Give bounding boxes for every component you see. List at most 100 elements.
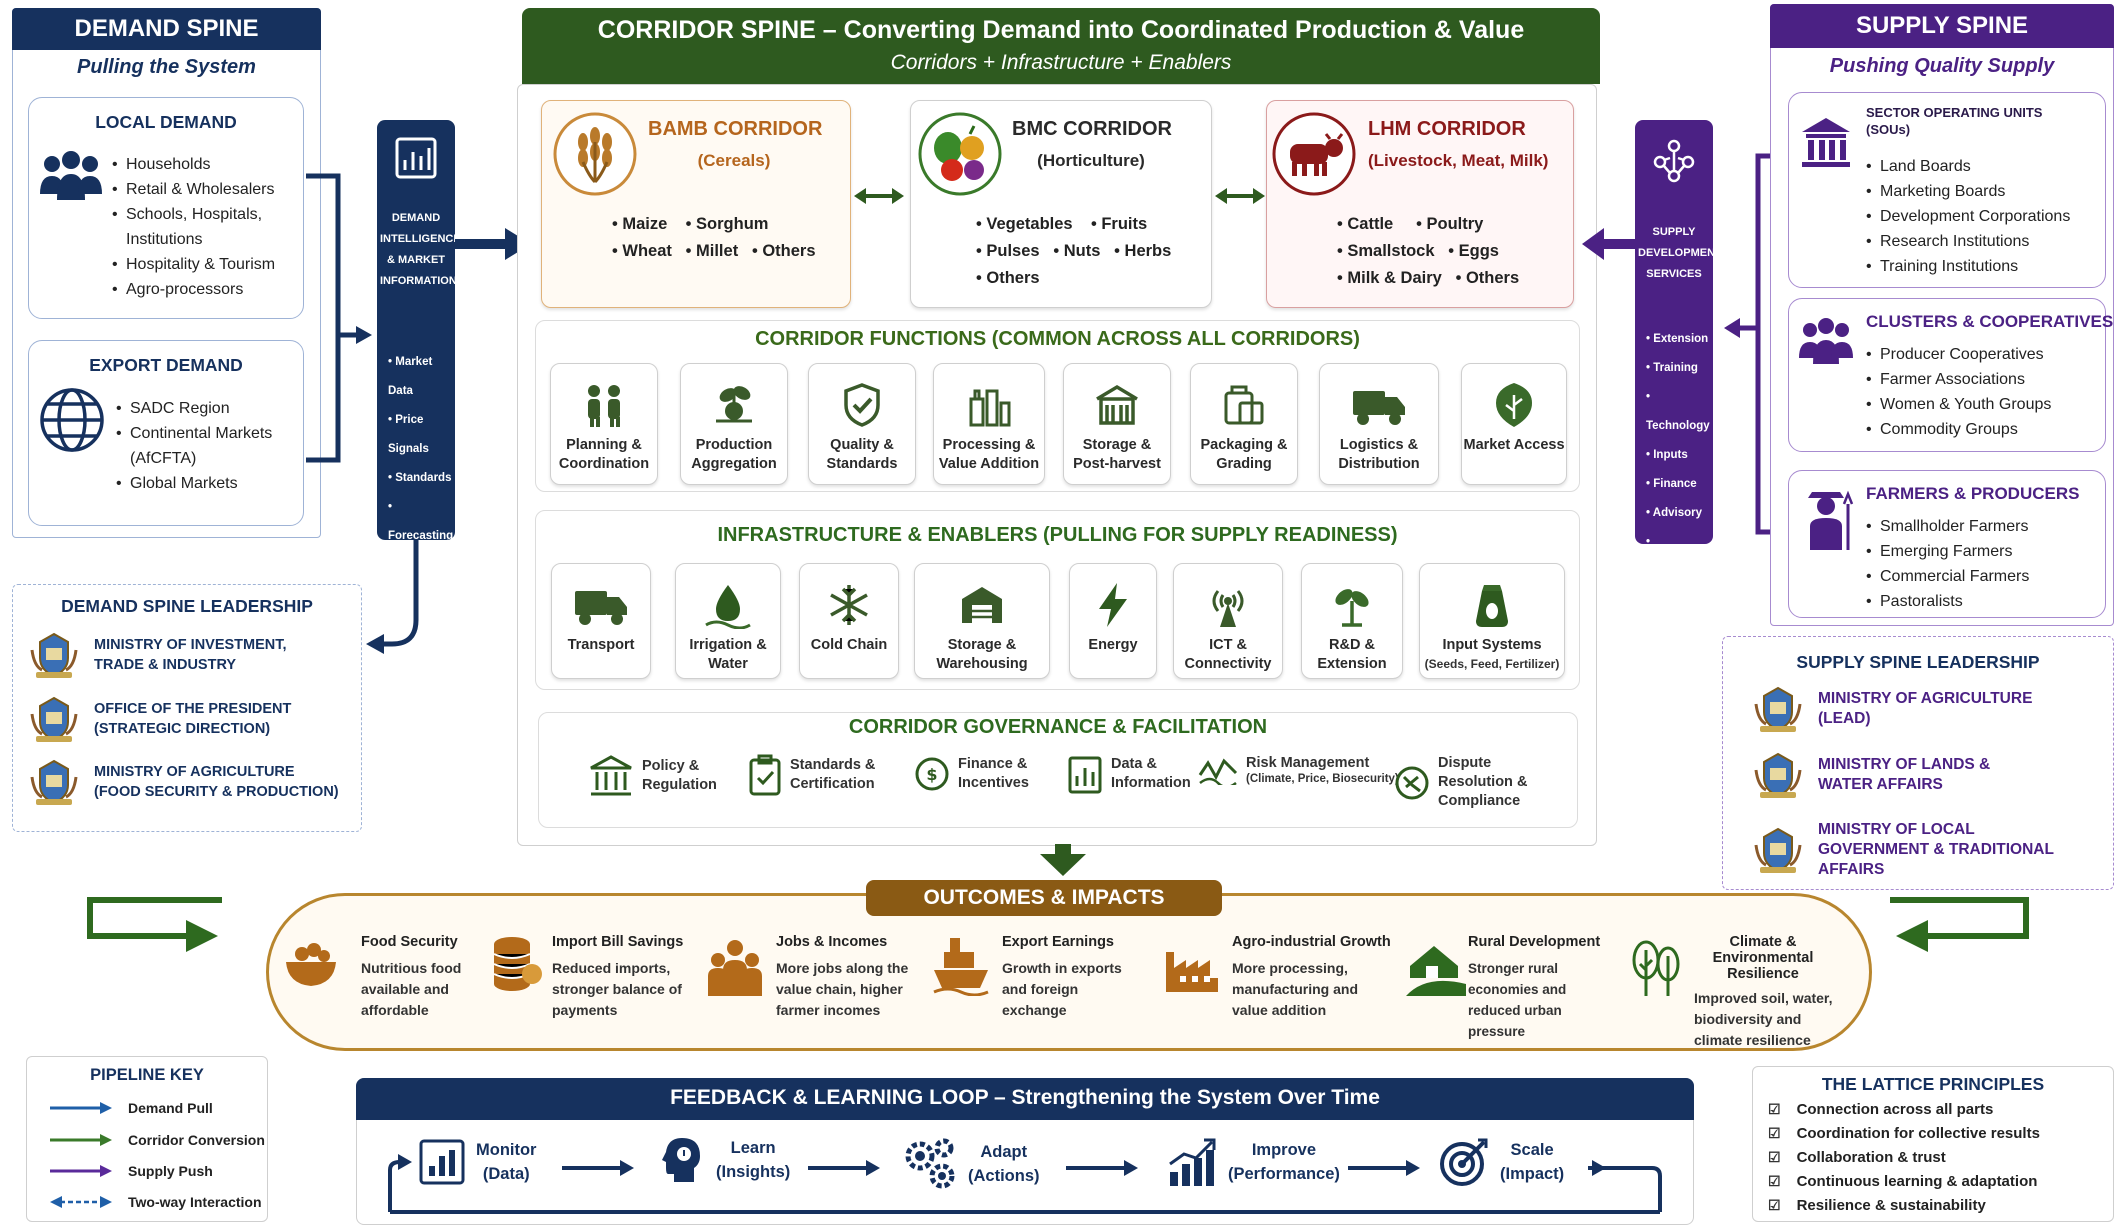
list-item: • Mentorship: [1646, 536, 1708, 577]
fn-production-aggregation: Production Aggregation: [680, 363, 788, 485]
vegetables-icon: [918, 112, 1002, 196]
leadership-item: MINISTRY OF LOCAL GOVERNMENT & TRADITION…: [1752, 820, 2112, 880]
demand-intelligence-list: • Market Data • Price Signals • Standard…: [380, 348, 454, 580]
list-item: • Technology: [1646, 391, 1710, 432]
corridor-spine-subtitle: Corridors + Infrastructure + Enablers: [890, 51, 1232, 74]
arrow-icon: [50, 1134, 112, 1146]
sou-list: Land Boards Marketing Boards Development…: [1864, 154, 2100, 279]
key-supply-push: Supply Push: [48, 1163, 213, 1179]
key-demand-pull: Demand Pull: [48, 1100, 213, 1116]
bmc-corridor-sub: (Horticulture): [1037, 151, 1145, 170]
export-demand-list: SADC Region Continental Markets (AfCFTA)…: [114, 396, 294, 496]
fn-storage: Storage & Post-harvest: [1063, 363, 1171, 485]
list-item: • Poultry: [1416, 215, 1484, 233]
bar-chart-icon: [1067, 754, 1103, 794]
outcome-green-arrow-right: [1890, 897, 2029, 952]
checkbox-icon: ☑: [1768, 1101, 1781, 1117]
clusters-title: CLUSTERS & COOPERATIVES: [1866, 312, 2114, 331]
coin-hand-icon: $: [914, 754, 950, 794]
gov-risk: Risk Management (Climate, Price, Biosecu…: [1198, 754, 1399, 785]
list-item: • Wheat: [612, 242, 672, 260]
list-item: Women & Youth Groups: [1864, 392, 2100, 417]
bamb-corridor-items: • Maize • Sorghum • Wheat • Millet • Oth…: [612, 211, 816, 265]
water-drop-icon: [676, 574, 780, 636]
building-chart-icon: [390, 132, 442, 184]
farmer-icon: [1796, 484, 1856, 554]
coat-of-arms-icon: [28, 694, 80, 744]
fn-quality: Quality & Standards: [808, 363, 916, 485]
lhm-corridor-title: LHM CORRIDOR: [1368, 118, 1526, 140]
arrow-icon: [50, 1165, 112, 1177]
list-item: • Cattle: [1337, 215, 1394, 233]
feedback-step-improve: Improve(Performance): [1166, 1136, 1340, 1188]
growth-chart-icon: [1166, 1136, 1218, 1188]
key-two-way: Two-way Interaction: [48, 1194, 262, 1210]
outcome-item: Climate & Environmental Resilience Impro…: [1630, 934, 1870, 1051]
principle-item: ☑Resilience & sustainability: [1768, 1197, 1986, 1214]
list-item: Marketing Boards: [1864, 179, 2100, 204]
local-demand-title: LOCAL DEMAND: [95, 112, 237, 132]
infra-cold-chain: Cold Chain: [799, 563, 899, 679]
checkbox-icon: ☑: [1768, 1197, 1781, 1213]
pipeline-key-title: PIPELINE KEY: [90, 1066, 204, 1084]
leadership-item: OFFICE OF THE PRESIDENT (STRATEGIC DIREC…: [28, 694, 358, 744]
coat-of-arms-icon: [28, 757, 80, 807]
list-item: • Others: [976, 269, 1040, 287]
pillars-icon: [588, 754, 634, 798]
principles-box: [1752, 1066, 2114, 1222]
outcomes-title: OUTCOMES & IMPACTS: [866, 880, 1222, 916]
list-item: Research Institutions: [1864, 229, 2100, 254]
list-item: • Training: [1646, 362, 1698, 374]
infrastructure-box: [535, 510, 1580, 690]
leadership-item: MINISTRY OF INVESTMENT, TRADE & INDUSTRY: [28, 630, 358, 680]
principle-item: ☑Continuous learning & adaptation: [1768, 1173, 2038, 1190]
coat-of-arms-icon: [1752, 825, 1804, 875]
export-demand-title: EXPORT DEMAND: [89, 355, 243, 375]
checkbox-icon: ☑: [1768, 1125, 1781, 1141]
list-item: • Forecasting: [388, 501, 454, 542]
gears-icon: [902, 1136, 958, 1192]
rural-house-icon: [1406, 938, 1466, 996]
list-item: • Feedback: [388, 559, 449, 571]
list-item: • Finance: [1646, 478, 1697, 490]
demand-leadership-title: DEMAND SPINE LEADERSHIP: [61, 596, 313, 616]
workers-icon: [706, 938, 764, 996]
food-bowl-icon: [282, 934, 340, 990]
supply-development-bar: [1635, 120, 1713, 544]
gov-dispute: Dispute Resolution & Compliance: [1394, 754, 1568, 811]
list-item: • Herbs: [1114, 242, 1172, 260]
intel-to-leadership-arrow: [366, 540, 419, 654]
two-way-arrow-icon: [50, 1196, 112, 1208]
corridor-to-outcomes-arrow: [1040, 844, 1086, 876]
outcome-item: Agro-industrial Growth More processing, …: [1162, 934, 1392, 1021]
governance-title: CORRIDOR GOVERNANCE & FACILITATION: [848, 716, 1268, 738]
gov-policy: Policy & Regulation: [588, 754, 722, 798]
outcome-item: Rural Development Stronger rural economi…: [1406, 934, 1626, 1042]
feedback-step-monitor: Monitor(Data): [418, 1138, 536, 1186]
outcome-item: Import Bill Savings Reduced imports, str…: [490, 934, 690, 1021]
team-icon: [551, 374, 657, 436]
list-item: Development Corporations: [1864, 204, 2100, 229]
network-people-icon: [1648, 134, 1700, 186]
principle-item: ☑Coordination for collective results: [1768, 1125, 2040, 1142]
leadership-item: MINISTRY OF LANDS & WATER AFFAIRS: [1752, 750, 2112, 800]
svg-text:$: $: [926, 765, 937, 784]
supply-spine-subtitle: Pushing Quality Supply: [1829, 55, 2055, 77]
list-item: • Price Signals: [388, 414, 429, 455]
bmc-corridor-items: • Vegetables • Fruits • Pulses • Nuts • …: [976, 211, 1171, 292]
seedling-icon: [1302, 574, 1402, 636]
demand-spine-subtitle: Pulling the System: [77, 56, 256, 78]
list-item: • Millet: [685, 242, 739, 260]
corridor-spine-title: CORRIDOR SPINE – Converting Demand into …: [597, 16, 1525, 44]
list-item: • Pulses: [976, 242, 1040, 260]
clusters-list: Producer Cooperatives Farmer Association…: [1864, 342, 2100, 442]
principle-item: ☑Connection across all parts: [1768, 1101, 1994, 1118]
list-item: Producer Cooperatives: [1864, 342, 2100, 367]
feedback-step-learn: Learn(Insights): [658, 1134, 790, 1186]
input-systems-note: (Seeds, Feed, Fertilizer): [1424, 657, 1560, 671]
lhm-corridor-sub: (Livestock, Meat, Milk): [1368, 151, 1549, 170]
list-item: • Milk & Dairy: [1337, 269, 1442, 287]
two-way-arrow: [854, 188, 904, 204]
coat-of-arms-icon: [1752, 750, 1804, 800]
antenna-icon: [1174, 574, 1282, 636]
